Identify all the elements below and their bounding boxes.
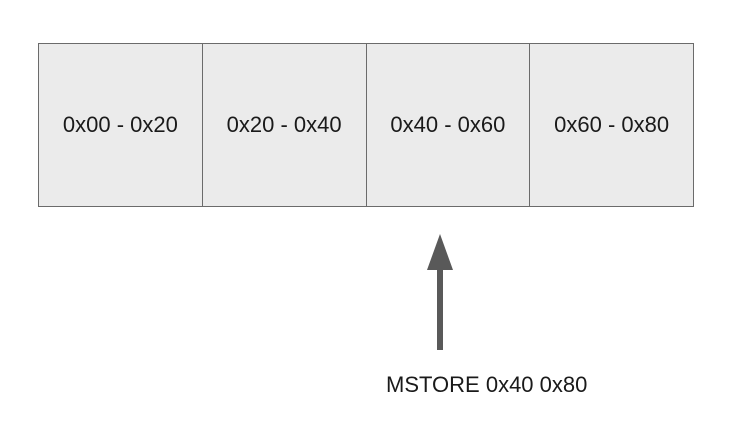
memory-cell-0x20-0x40: 0x20 - 0x40 [201, 44, 366, 206]
memory-cell-label: 0x20 - 0x40 [226, 112, 342, 137]
memory-cell-label: 0x60 - 0x80 [554, 112, 670, 137]
arrow-shaft [437, 266, 443, 350]
memory-cell-0x40-0x60: 0x40 - 0x60 [365, 44, 530, 206]
pointer-arrow-icon [427, 234, 453, 350]
arrow-head [427, 234, 453, 270]
instruction-caption: MSTORE 0x40 0x80 [386, 372, 588, 397]
memory-cell-0x60-0x80: 0x60 - 0x80 [529, 44, 693, 206]
memory-cell-label: 0x40 - 0x60 [390, 112, 506, 137]
memory-cell-0x00-0x20: 0x00 - 0x20 [39, 44, 202, 206]
memory-cell-label: 0x00 - 0x20 [62, 112, 178, 137]
memory-row: 0x00 - 0x20 0x20 - 0x40 0x40 - 0x60 0x60… [38, 43, 694, 207]
